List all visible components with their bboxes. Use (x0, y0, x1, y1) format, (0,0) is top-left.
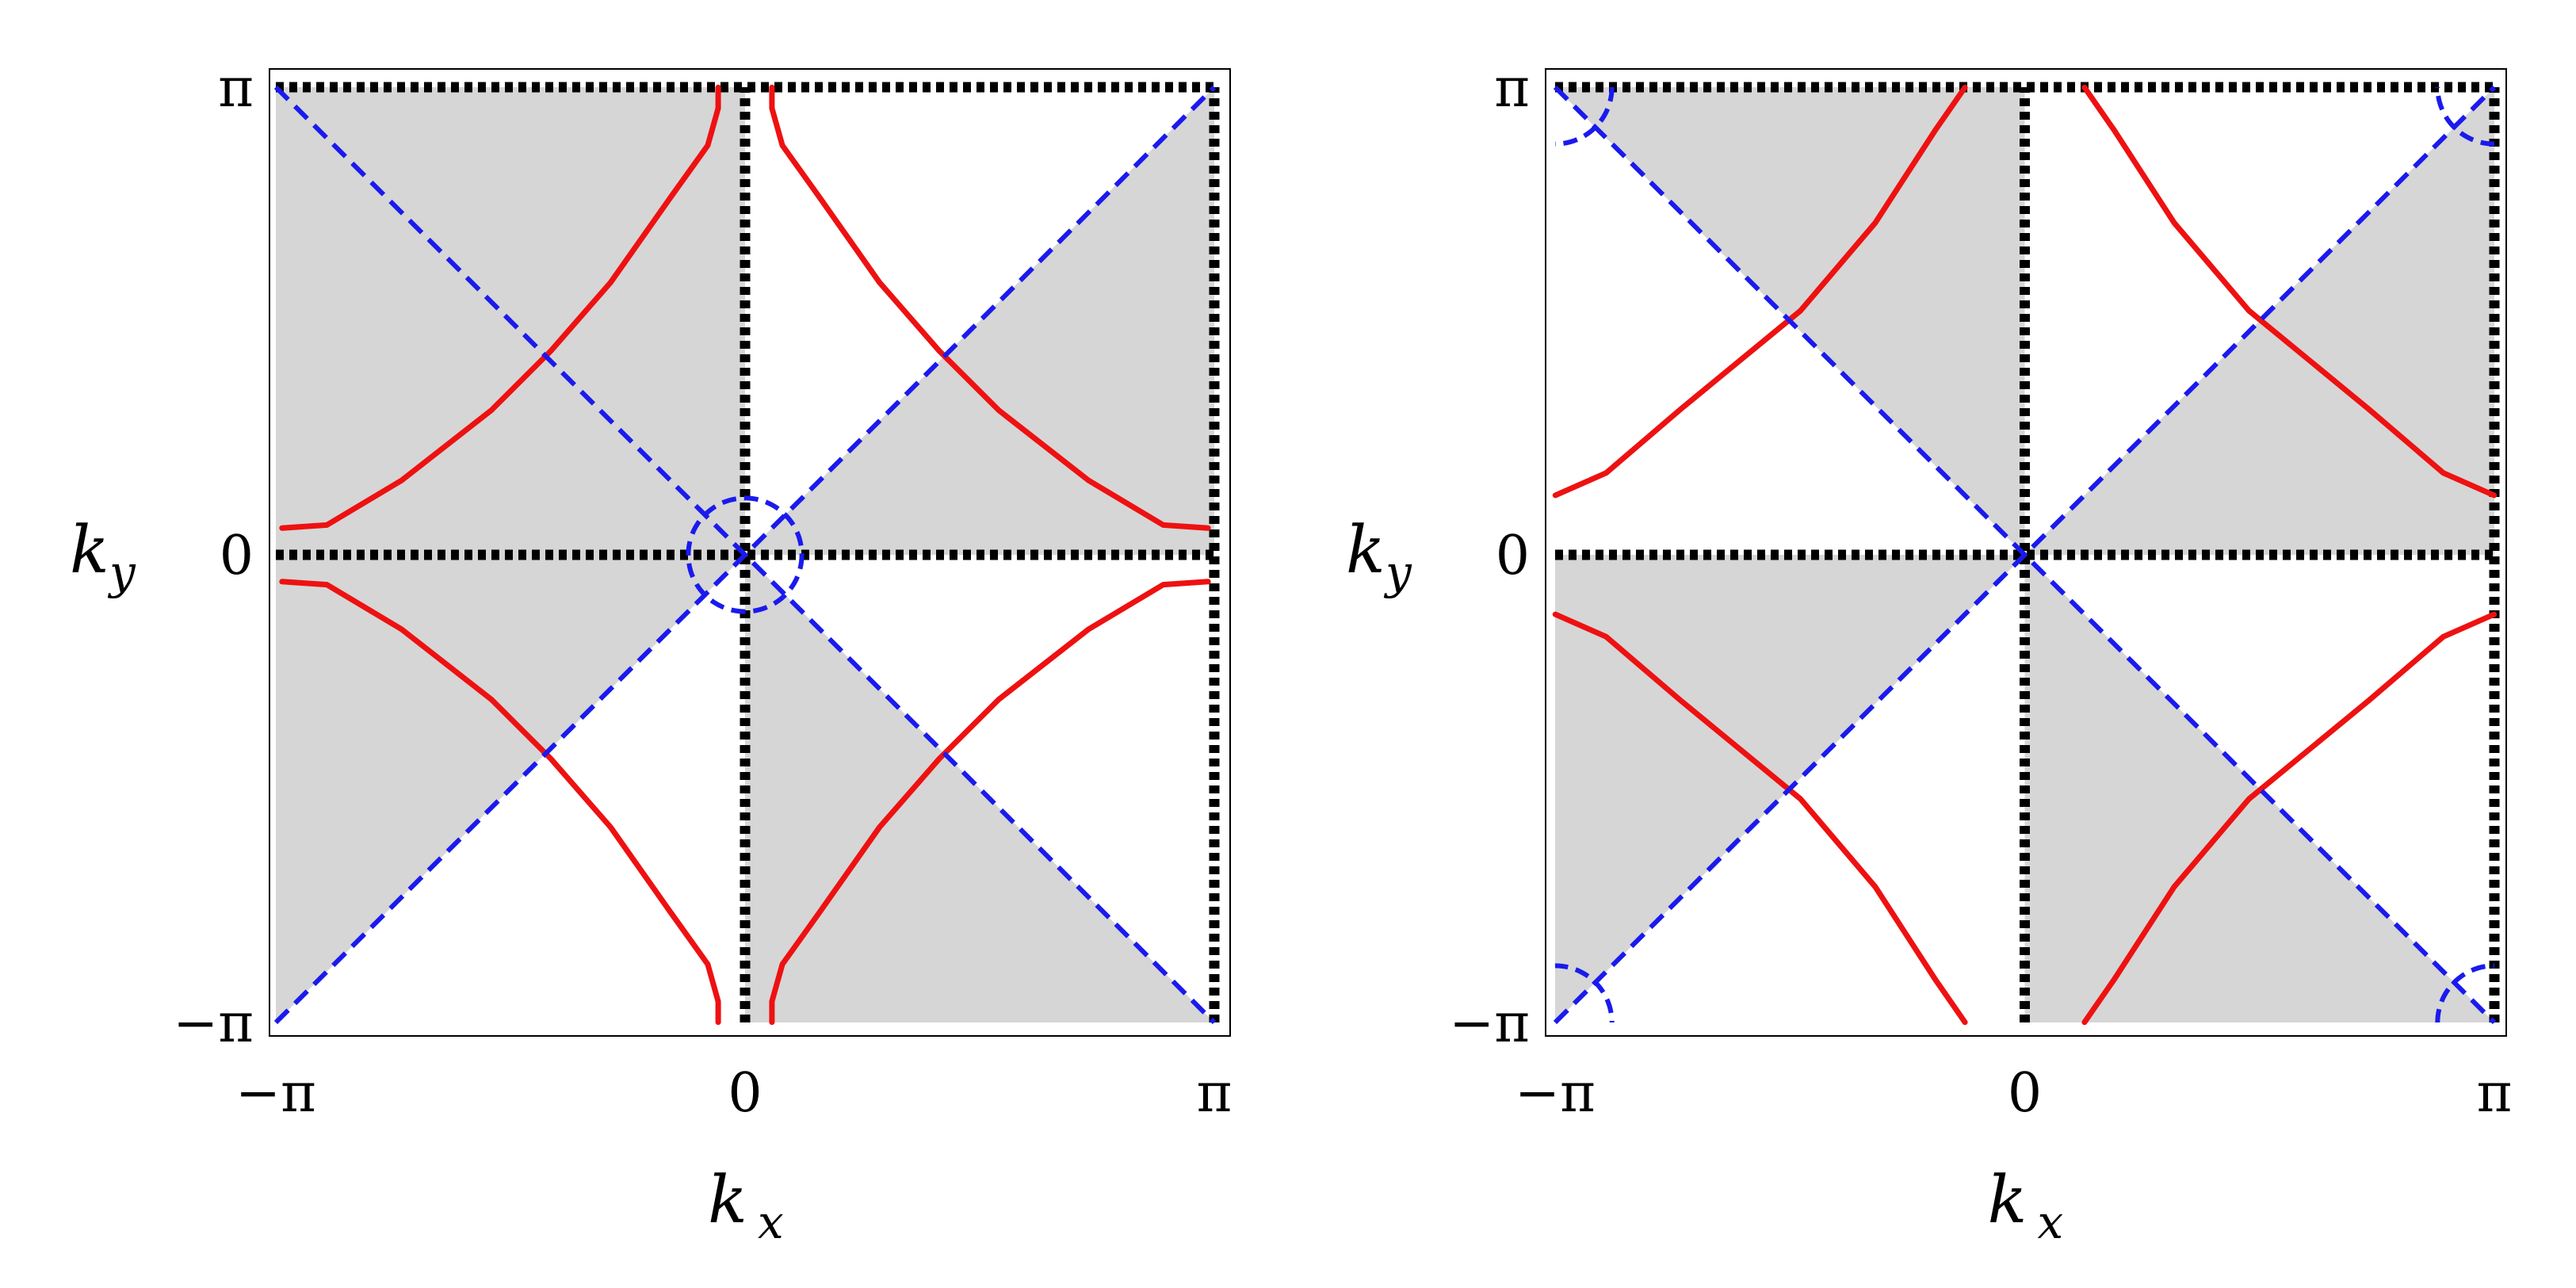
x-tick-label: −π (1515, 1062, 1596, 1125)
x-tick-label: 0 (2008, 1062, 2042, 1125)
diagonal-line (1553, 85, 2497, 1025)
x-tick-label: π (1197, 1062, 1233, 1125)
x-axis-label-subscript: x (2038, 1195, 2064, 1249)
plot-frame (1545, 68, 2507, 1037)
plot-frame (269, 68, 1231, 1037)
fermi-curve (2081, 84, 2498, 499)
x-axis-label: k (708, 1163, 747, 1238)
x-tick-label: π (2477, 1062, 2513, 1125)
dashed-circle (1555, 963, 1615, 1022)
x-tick-label: −π (235, 1062, 316, 1125)
fermi-curve (279, 579, 721, 1026)
y-tick-label: −π (1449, 992, 1530, 1055)
y-tick-label: π (1494, 57, 1530, 120)
x-tick-label: 0 (728, 1062, 762, 1125)
fermi-curve (279, 84, 721, 531)
y-axis-label: k (70, 513, 109, 588)
diagonal-line (273, 85, 1217, 1025)
x-axis-label: k (1988, 1163, 2028, 1238)
fermi-curve (769, 84, 1211, 531)
y-axis-label-subscript: y (107, 545, 136, 599)
y-axis-label-subscript: y (1383, 545, 1412, 599)
y-tick-label: 0 (220, 525, 254, 587)
y-tick-label: 0 (1496, 525, 1530, 587)
dashed-circle (686, 495, 805, 614)
y-axis-label: k (1346, 513, 1385, 588)
x-axis-label-subscript: x (758, 1195, 784, 1249)
y-tick-label: −π (173, 992, 254, 1055)
y-tick-label: π (218, 57, 254, 120)
fermi-curve (2081, 611, 2498, 1026)
fermi-curve (1552, 84, 1968, 499)
fermi-curve (1552, 611, 1968, 1026)
dashed-circle (1555, 87, 1615, 147)
fermi-curve (769, 579, 1211, 1026)
